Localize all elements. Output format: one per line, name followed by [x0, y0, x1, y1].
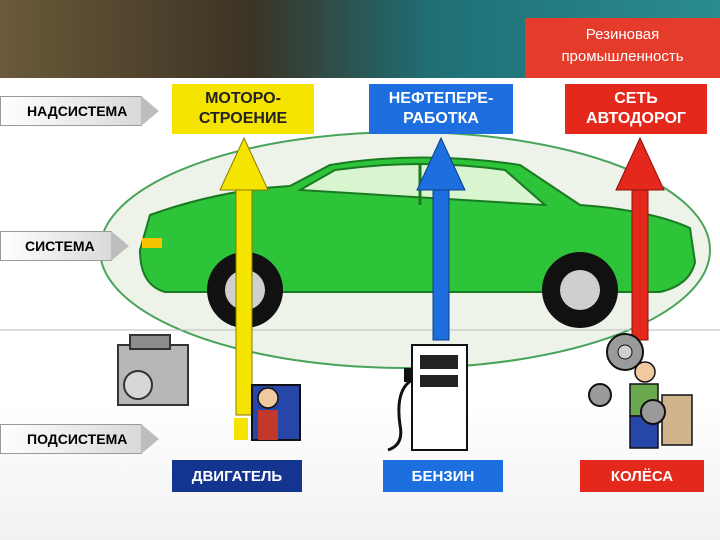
level-supersystem-label: НАДСИСТЕМА — [27, 103, 128, 119]
mechanic-illustration — [234, 384, 301, 441]
box-engine-building-line1: МОТОРО- — [205, 90, 281, 107]
box-fuel: БЕНЗИН — [383, 460, 503, 492]
box-wheels-label: КОЛЁСА — [610, 467, 674, 485]
level-supersystem: НАДСИСТЕМА — [0, 96, 159, 126]
box-road-network-line2: АВТОДОРОГ — [586, 110, 686, 127]
engine-block-illustration — [117, 334, 189, 406]
box-oil-refining-line2: РАБОТКА — [403, 110, 479, 127]
level-system-label: СИСТЕМА — [25, 238, 95, 254]
box-engine-label: ДВИГАТЕЛЬ — [191, 467, 283, 485]
level-subsystem-label: ПОДСИСТЕМА — [27, 431, 128, 447]
banner-line-1: Резиновая — [585, 26, 660, 43]
box-engine-building-line2: СТРОЕНИЕ — [198, 110, 288, 127]
car-illustration — [138, 156, 697, 328]
banner-line-2: промышленность — [561, 48, 684, 65]
wheel-person-illustration — [588, 333, 693, 449]
box-wheels: КОЛЁСА — [580, 460, 704, 492]
box-oil-refining: НЕФТЕПЕРЕ- РАБОТКА — [369, 84, 513, 134]
arrow-oil-refining — [416, 136, 466, 341]
box-fuel-label: БЕНЗИН — [411, 467, 475, 485]
box-engine-building: МОТОРО- СТРОЕНИЕ — [172, 84, 314, 134]
box-road-network-line1: СЕТЬ — [614, 90, 658, 107]
gas-pump-illustration — [387, 344, 468, 452]
arrow-road-network — [615, 136, 665, 341]
box-engine: ДВИГАТЕЛЬ — [172, 460, 302, 492]
level-system: СИСТЕМА — [0, 231, 129, 261]
arrow-engine-building — [219, 136, 269, 416]
box-oil-refining-line1: НЕФТЕПЕРЕ- — [388, 90, 494, 107]
rubber-industry-banner: Резиновая промышленность — [525, 18, 720, 78]
box-road-network: СЕТЬ АВТОДОРОГ — [565, 84, 707, 134]
level-subsystem: ПОДСИСТЕМА — [0, 424, 159, 454]
